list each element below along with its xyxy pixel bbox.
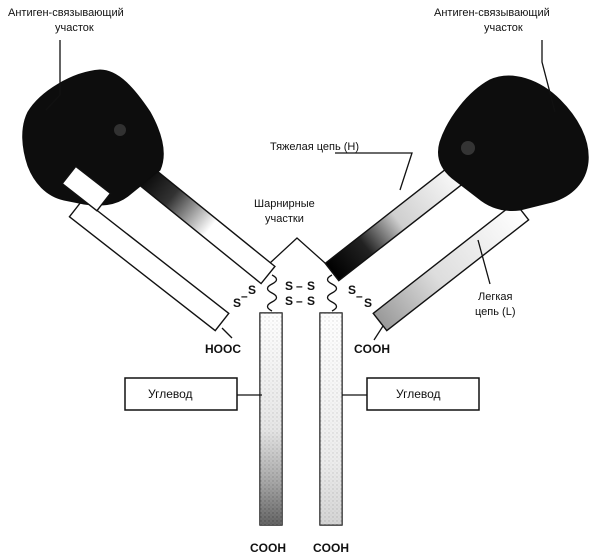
right-light-chain xyxy=(372,201,530,332)
antigen-site-left-label-2: участок xyxy=(55,22,94,34)
svg-text:S: S xyxy=(285,279,293,293)
hooc-leader xyxy=(221,327,233,339)
right-antigen-leader xyxy=(541,40,556,113)
right-fab-arm xyxy=(324,75,589,332)
carbohydrate-left-box xyxy=(124,377,238,411)
svg-text:S: S xyxy=(364,296,372,310)
hinge-label-1: Шарнирные xyxy=(254,198,315,210)
light-chain-leader xyxy=(477,239,491,285)
hinge-region xyxy=(266,274,338,312)
hinge-label-2: участки xyxy=(265,213,304,225)
svg-text:S: S xyxy=(248,283,256,297)
svg-text:–: – xyxy=(356,289,363,303)
left-fab-arm xyxy=(22,69,276,332)
svg-text:–: – xyxy=(296,294,303,308)
svg-text:S: S xyxy=(307,279,315,293)
antigen-site-right-label-1: Антиген-связывающий xyxy=(434,7,550,19)
svg-text:S: S xyxy=(348,283,356,297)
svg-text:S: S xyxy=(233,296,241,310)
cooh-right-leader xyxy=(373,325,384,341)
left-antigen-binding-domain xyxy=(22,69,164,206)
svg-text:–: – xyxy=(241,289,248,303)
left-light-chain-variable xyxy=(61,165,112,212)
svg-text:S: S xyxy=(285,294,293,308)
left-antigen-leader xyxy=(45,40,61,111)
carbohydrate-right-box xyxy=(366,377,480,411)
fc-stem xyxy=(259,312,343,526)
antigen-site-left-label-1: Антиген-связывающий xyxy=(8,7,124,19)
carbohydrate-right-label: Углевод xyxy=(396,387,441,401)
hooc-left-label: HOOC xyxy=(205,342,241,356)
inter-heavy-disulfide: S – S S – S xyxy=(285,279,315,308)
svg-text:–: – xyxy=(296,279,303,293)
cooh-bottom-right-label: COOH xyxy=(313,541,349,555)
right-antigen-binding-domain xyxy=(438,75,589,211)
cooh-right-label: COOH xyxy=(354,342,390,356)
carbohydrate-left-label: Углевод xyxy=(148,387,193,401)
hinge-leader xyxy=(269,237,326,264)
right-heavy-light-disulfide: S – S xyxy=(348,283,372,310)
left-heavy-light-disulfide: S – S xyxy=(233,283,256,310)
left-light-chain xyxy=(68,198,230,332)
heavy-chain-leader xyxy=(335,152,413,191)
svg-text:S: S xyxy=(307,294,315,308)
light-chain-label-2: цепь (L) xyxy=(475,306,515,318)
antigen-site-right-label-2: участок xyxy=(484,22,523,34)
heavy-chain-label: Тяжелая цепь (H) xyxy=(270,141,359,153)
light-chain-label-1: Легкая xyxy=(478,291,513,303)
cooh-bottom-left-label: COOH xyxy=(250,541,286,555)
